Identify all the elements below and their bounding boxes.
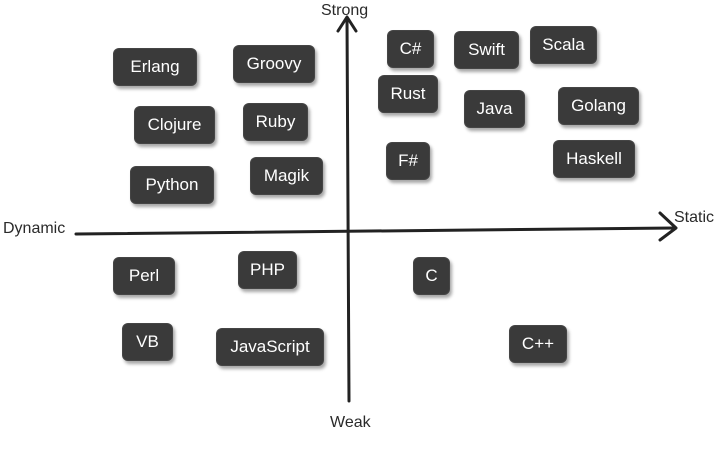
language-chip-csharp: C#: [387, 30, 434, 68]
language-chip-php: PHP: [238, 251, 297, 289]
language-chip-javascript: JavaScript: [216, 328, 324, 366]
language-chip-fsharp: F#: [386, 142, 430, 180]
language-chip-golang: Golang: [558, 87, 639, 125]
axis-label-dynamic: Dynamic: [3, 220, 66, 237]
axis-label-weak: Weak: [330, 414, 371, 431]
language-chip-clojure: Clojure: [134, 106, 215, 144]
language-chip-swift: Swift: [454, 31, 519, 69]
language-chip-cpp: C++: [509, 325, 567, 363]
language-chip-perl: Perl: [113, 257, 175, 295]
horizontal-axis-arrow-head: [658, 211, 678, 242]
vertical-axis-arrow-head: [336, 15, 358, 33]
language-chip-magik: Magik: [250, 157, 323, 195]
language-chip-haskell: Haskell: [553, 140, 635, 178]
axis-label-static: Static: [674, 209, 715, 226]
axis-label-strong: Strong: [321, 2, 369, 19]
language-chip-vb: VB: [122, 323, 173, 361]
language-chip-ruby: Ruby: [243, 103, 308, 141]
language-chip-c: C: [413, 257, 450, 295]
language-chip-scala: Scala: [530, 26, 597, 64]
language-chip-python: Python: [130, 166, 214, 204]
vertical-axis: [345, 16, 351, 403]
language-chip-rust: Rust: [378, 75, 438, 113]
language-chip-java: Java: [464, 90, 525, 128]
language-chip-erlang: Erlang: [113, 48, 197, 86]
horizontal-axis: [74, 226, 677, 236]
language-chip-groovy: Groovy: [233, 45, 315, 83]
